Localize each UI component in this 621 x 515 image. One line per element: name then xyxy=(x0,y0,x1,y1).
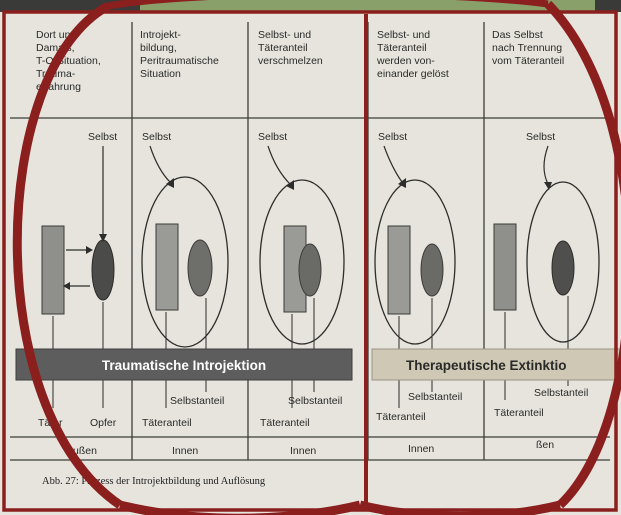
self-label-col-5: Selbst xyxy=(526,131,555,143)
header-col-2-line-2: bildung, xyxy=(140,42,177,54)
label-col-5-perpetrator-part: Täteranteil xyxy=(494,407,544,419)
perpetrator-part-box-col-4 xyxy=(388,226,410,314)
bottom-col-3: Innen xyxy=(290,445,316,457)
header-col-1-line-3: T-O-Situation, xyxy=(36,55,101,67)
bottom-col-2: Innen xyxy=(172,445,198,457)
header-col-5-line-1: Das Selbst xyxy=(492,29,543,41)
label-col-4-self-part: Selbstanteil xyxy=(408,391,462,403)
label-col-4-perpetrator-part: Täteranteil xyxy=(376,411,426,423)
header-col-2-line-4: Situation xyxy=(140,68,181,80)
header-col-3-line-3: verschmelzen xyxy=(258,55,323,67)
label-col-3-self-part: Selbstanteil xyxy=(288,395,342,407)
banner-right-label: Therapeutische Extinktio xyxy=(406,358,567,373)
bottom-col-5: ßen xyxy=(536,439,554,451)
perpetrator-part-box-col-5 xyxy=(494,224,516,310)
self-part-ellipse-col-3 xyxy=(299,244,321,296)
self-label-col-3: Selbst xyxy=(258,131,287,143)
self-part-ellipse-col-5 xyxy=(552,241,574,295)
label-col-3-perpetrator-part: Täteranteil xyxy=(260,417,310,429)
header-col-2-line-3: Peritraumatische xyxy=(140,55,219,67)
perpetrator-part-box-col-2 xyxy=(156,224,178,310)
self-label-col-2: Selbst xyxy=(142,131,171,143)
self-part-ellipse-col-2 xyxy=(188,240,212,296)
header-col-4-line-2: Täteranteil xyxy=(377,42,427,54)
self-label-col-4: Selbst xyxy=(378,131,407,143)
bottom-col-4: Innen xyxy=(408,443,434,455)
banner-right-group: Therapeutische Extinktio xyxy=(372,349,621,380)
header-col-4-line-1: Selbst- und xyxy=(377,29,430,41)
header-col-2-line-1: Introjekt- xyxy=(140,29,181,41)
header-col-4-line-3: werden von- xyxy=(376,55,435,67)
figure-caption: Abb. 27: Prozess der Introjektbildung un… xyxy=(42,476,266,487)
header-col-4-line-4: einander gelöst xyxy=(377,68,449,80)
label-col-1-victim: Opfer xyxy=(90,417,117,429)
perpetrator-box xyxy=(42,226,64,314)
header-col-3-line-1: Selbst- und xyxy=(258,29,311,41)
label-col-2-self-part: Selbstanteil xyxy=(170,395,224,407)
header-col-3-line-2: Täteranteil xyxy=(258,42,308,54)
banner-left-label: Traumatische Introjektion xyxy=(102,358,266,373)
banner-left-group: Traumatische Introjektion xyxy=(16,349,352,380)
label-col-2-perpetrator-part: Täteranteil xyxy=(142,417,192,429)
self-label-col-1: Selbst xyxy=(88,131,117,143)
victim-ellipse xyxy=(92,240,114,300)
header-col-5-line-2: nach Trennung xyxy=(492,42,562,54)
header-col-5-line-3: vom Täteranteil xyxy=(492,55,564,67)
label-col-5-self-part: Selbstanteil xyxy=(534,387,588,399)
self-part-ellipse-col-4 xyxy=(421,244,443,296)
